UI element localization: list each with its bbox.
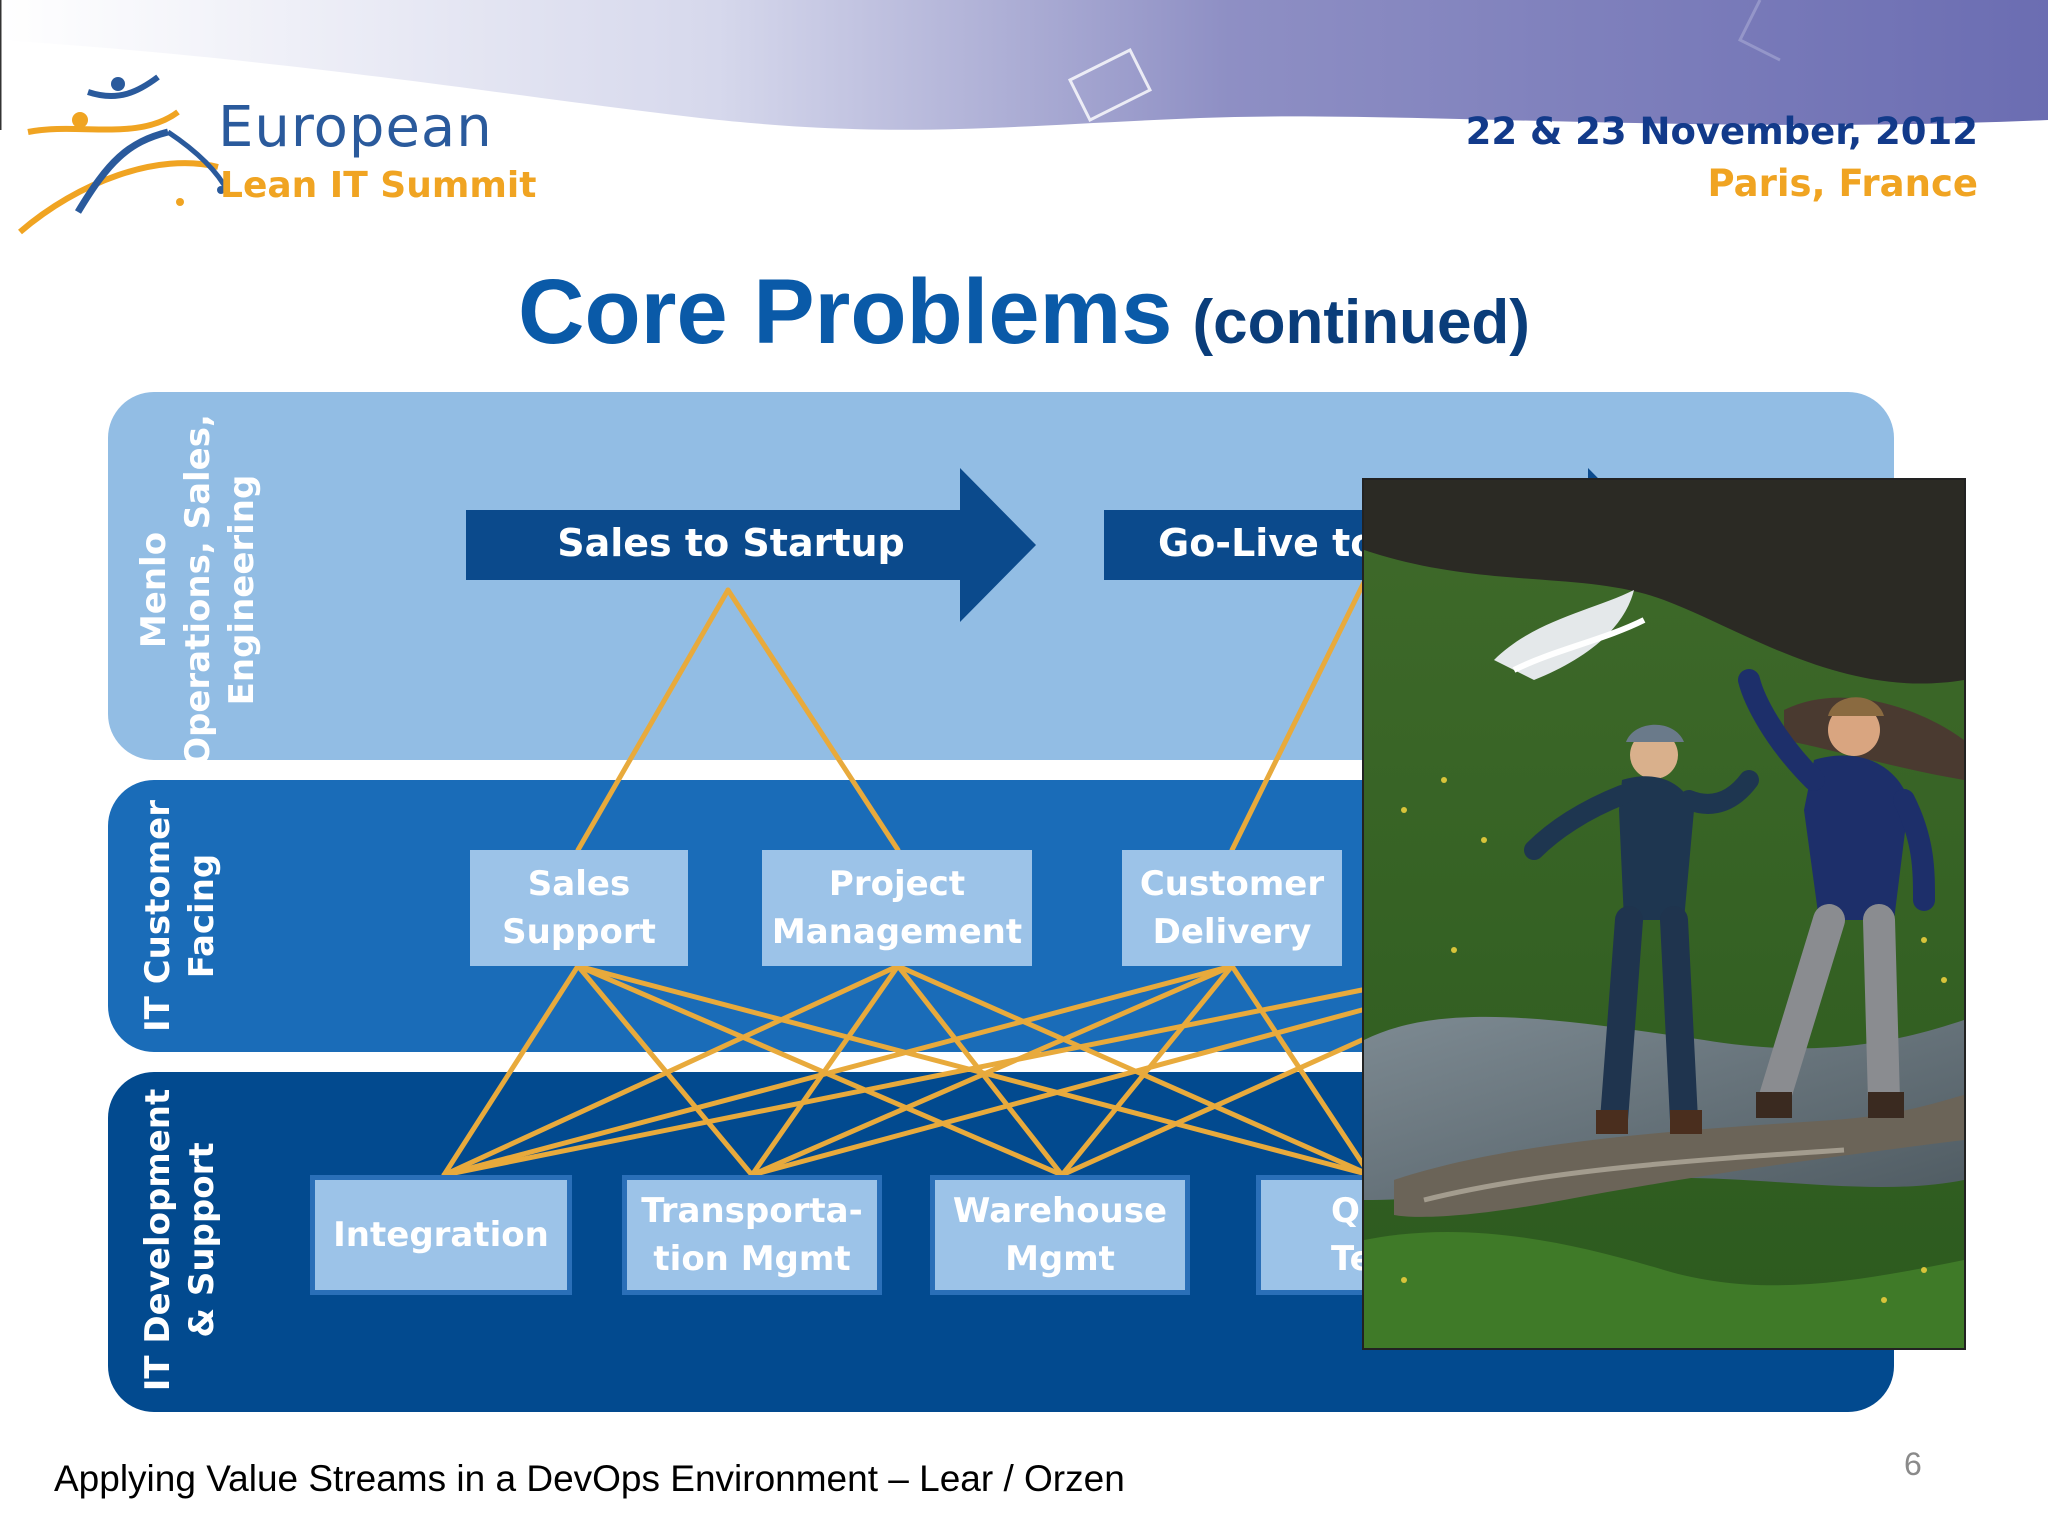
box-sales-support: Sales Support xyxy=(470,850,688,966)
box-customer-delivery: Customer Delivery xyxy=(1122,850,1342,966)
box-warehouse-mgmt: Warehouse Mgmt xyxy=(930,1175,1190,1295)
hiker-left xyxy=(1524,724,1759,1134)
value-stream-label: Go-Live to xyxy=(1158,521,1377,565)
value-stream-arrow xyxy=(466,468,1036,622)
box-label-line: Integration xyxy=(333,1215,549,1255)
event-place: Paris, France xyxy=(1707,162,1978,205)
box-label-line: Delivery xyxy=(1152,912,1312,952)
logo-figure-icon xyxy=(18,74,231,235)
box-project-management: Project Management xyxy=(762,850,1032,966)
box-label-line: Mgmt xyxy=(1005,1239,1115,1279)
event-date: 22 & 23 November, 2012 xyxy=(1465,110,1978,153)
box-integration: Integration xyxy=(310,1175,572,1295)
value-stream-label: Sales to Startup xyxy=(557,521,905,565)
box-label-line: Sales xyxy=(527,864,631,904)
header-banner xyxy=(0,0,2048,130)
box-label-line: Customer xyxy=(1139,864,1325,904)
box-label-line: Management xyxy=(771,912,1023,952)
box-transportation-mgmt: Transporta- tion Mgmt xyxy=(622,1175,882,1295)
slide-title-sub: (continued) xyxy=(1192,288,1530,357)
logo-wordmark-summit: Lean IT Summit xyxy=(220,165,537,206)
page-number: 6 xyxy=(1904,1446,1922,1482)
photo-illustration xyxy=(1364,480,1964,1348)
box-label-line: Support xyxy=(502,912,656,952)
hiker-right xyxy=(1738,669,1935,1118)
box-label-line: Transporta- xyxy=(641,1191,863,1231)
footer-text: Applying Value Streams in a DevOps Envir… xyxy=(54,1458,1125,1499)
box-label-line: tion Mgmt xyxy=(653,1239,851,1279)
box-label-line: Warehouse xyxy=(952,1191,1168,1231)
logo-wordmark-european: European xyxy=(218,95,493,160)
photo-hikers-crossing-stream xyxy=(1362,478,1966,1350)
slide-title: Core Problems (continued) xyxy=(0,260,2048,365)
slide-title-main: Core Problems xyxy=(518,261,1173,363)
box-label-line: Project xyxy=(828,864,966,904)
